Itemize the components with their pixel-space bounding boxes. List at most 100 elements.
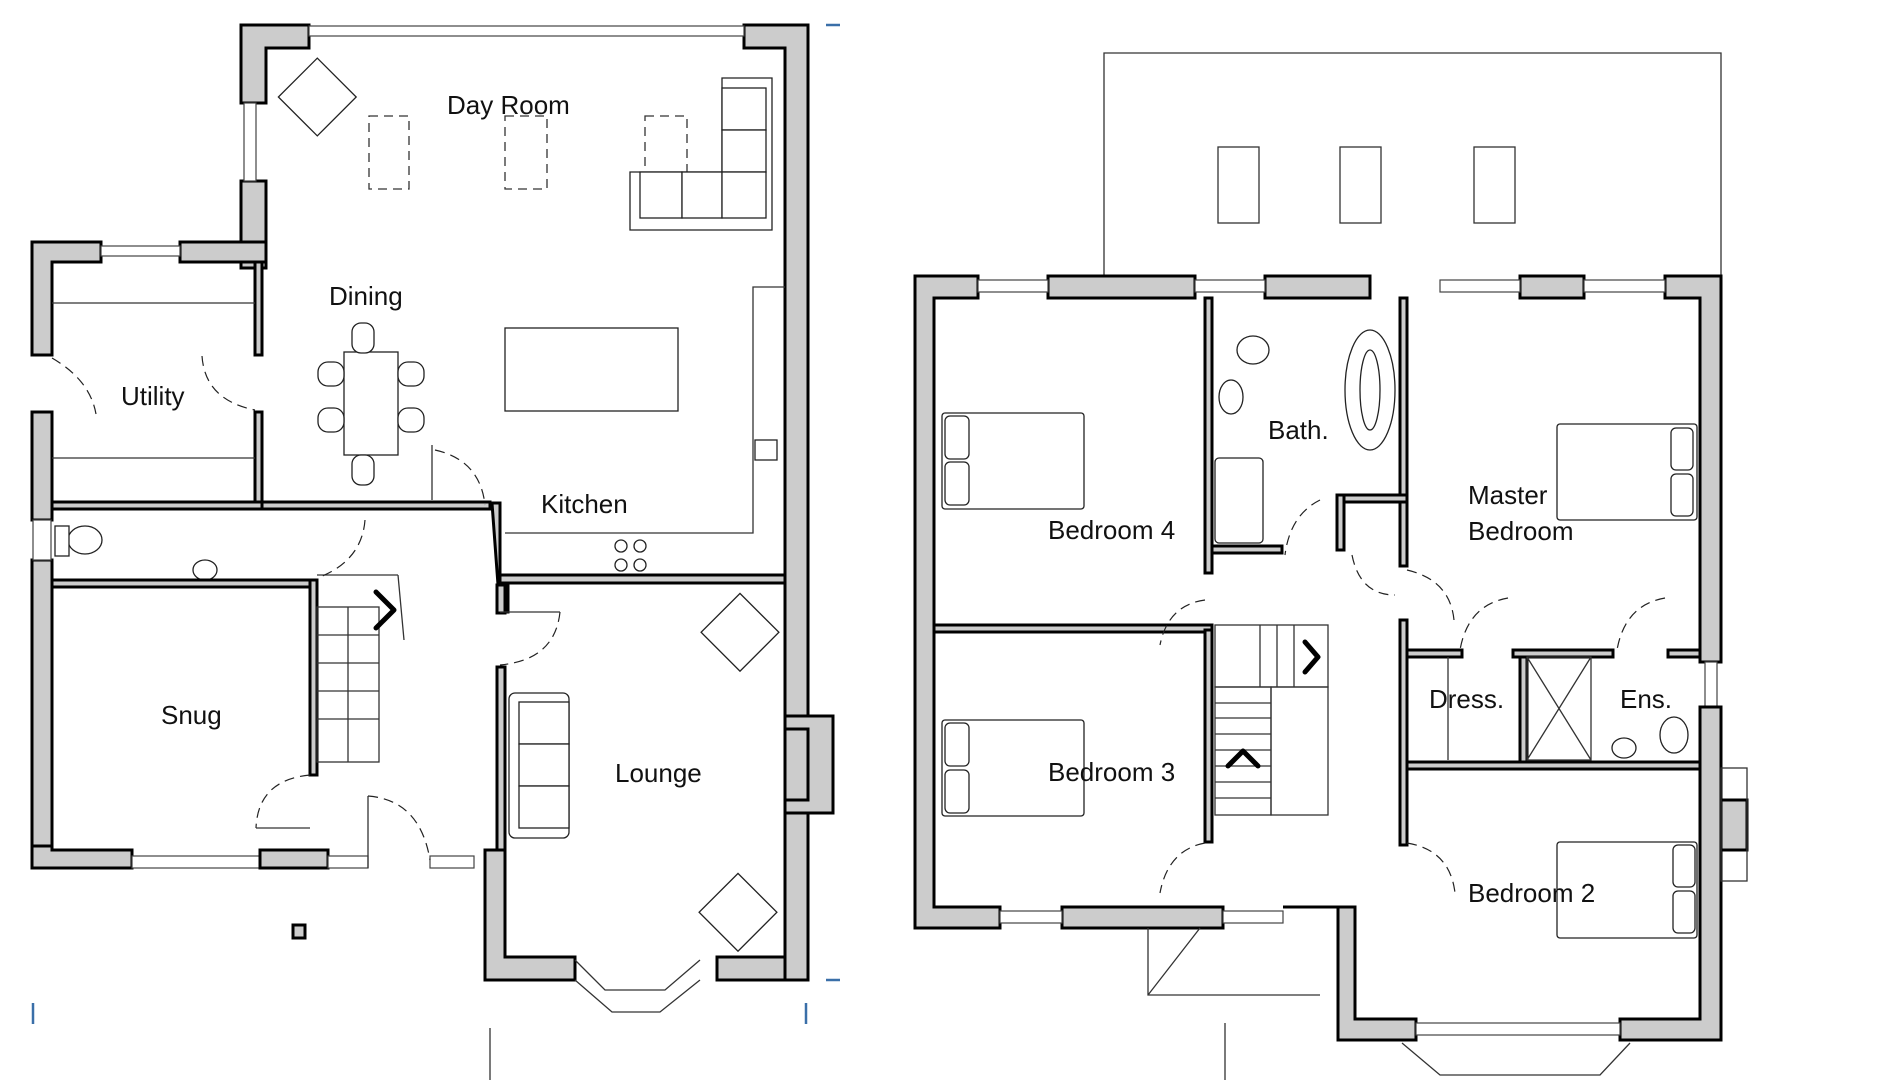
first-window-bottom-1 (999, 910, 1063, 924)
lounge-armchair-bottom (698, 872, 778, 953)
first-window-bottom-2 (1222, 910, 1284, 924)
chimney-outline (1720, 767, 1748, 882)
first-wall-right-lower (1618, 705, 1723, 1042)
bathtub-inner (1359, 349, 1381, 431)
ground-wall-left (30, 558, 54, 870)
bedroom2-window (1415, 1022, 1621, 1036)
utility-door-left (51, 357, 97, 415)
bedroom2-top-wall (1405, 760, 1702, 771)
ensuite-window (1704, 661, 1718, 708)
wc-basin-icon (192, 559, 218, 581)
ensuite-top-wall-right (1666, 648, 1702, 659)
dining-table (317, 322, 425, 486)
bedroom3-bed (941, 719, 1085, 817)
room-label-bedroom-3: Bedroom 3 (1048, 757, 1176, 787)
master-door (1406, 569, 1455, 621)
room-label-dining: Dining (329, 281, 403, 311)
dressing-top-wall (1405, 648, 1464, 659)
room-label-master-line1: Master (1468, 480, 1548, 510)
dayroom-window-top (308, 25, 745, 37)
utility-door-right (201, 355, 256, 411)
roof-light-3 (1473, 146, 1516, 224)
bath-master-wall (1398, 296, 1409, 568)
first-wall-bottom-1 (1060, 905, 1225, 930)
lounge-bay-window (574, 959, 701, 1013)
ground-small-post (291, 923, 307, 940)
wc-window (32, 519, 52, 561)
dressing-door (1459, 597, 1509, 651)
wc-wall-top (50, 500, 264, 511)
first-window-4 (1583, 279, 1666, 293)
room-label-lounge: Lounge (615, 758, 702, 788)
bed4-bed3-wall (932, 623, 1214, 634)
bath-toilet-icon (1236, 335, 1270, 365)
snug-wall-top (50, 578, 319, 589)
utility-wall-left-lower (30, 410, 54, 522)
lounge-armchair-top (700, 592, 780, 673)
hall-side-window-left (327, 855, 369, 869)
room-label-day-room: Day Room (447, 90, 570, 120)
snug-wall-bottom-right (258, 848, 330, 870)
ensuite-door (1616, 597, 1666, 651)
rooflight-1 (368, 115, 410, 190)
first-floor (913, 52, 1749, 1080)
first-wall-top-3 (1518, 274, 1586, 300)
bed3-door (1159, 842, 1206, 894)
first-wall-top-1 (1046, 274, 1197, 300)
first-floor-stairs (1214, 624, 1329, 816)
kitchen-sink-icon (754, 439, 778, 461)
first-window-1 (977, 279, 1049, 293)
room-label-ensuite: Ens. (1620, 684, 1673, 714)
first-window-3 (1439, 279, 1521, 293)
dressing-ensuite-wall (1518, 655, 1529, 764)
utility-wall-right (253, 260, 264, 357)
dayroom-wall-left-top (239, 23, 311, 105)
roof-light-1 (1217, 146, 1260, 224)
hall-side-window-right (429, 855, 475, 869)
bedroom2-bay (1401, 1042, 1631, 1076)
bath-bottom-wall (1210, 544, 1284, 555)
lounge-wall-bottom-right (715, 955, 787, 982)
room-label-snug: Snug (161, 700, 222, 730)
room-label-bedroom-4: Bedroom 4 (1048, 515, 1176, 545)
snug-wall-bottom-left (30, 844, 134, 870)
bath-shower-tray (1214, 457, 1264, 544)
kitchen-island (504, 327, 679, 412)
hob-icon (614, 539, 647, 572)
utility-wall-top (30, 240, 103, 357)
lounge-sofa (508, 692, 570, 839)
hall-door-swing (319, 519, 366, 578)
bath-door (1284, 499, 1321, 556)
first-window-2 (1194, 279, 1266, 293)
cupboard-door (1351, 554, 1396, 596)
airing-cupboard-wall-left (1335, 493, 1346, 552)
room-label-master-line2: Bedroom (1468, 516, 1574, 546)
kitchen-wall-bottom (498, 573, 787, 585)
bed2-door (1406, 842, 1456, 894)
lounge-wall-left-top (495, 583, 507, 615)
chimney-first (1719, 798, 1749, 852)
utility-wall-right-lower (253, 410, 264, 504)
first-wall-right (1663, 274, 1723, 664)
front-door-swing (367, 795, 431, 861)
ground-stairs (316, 574, 405, 763)
ground-floor (30, 23, 840, 1080)
stair-up-arrow-right-icon (1302, 639, 1321, 675)
bed4-door (1159, 599, 1206, 646)
stair-up-arrow-icon (1225, 748, 1261, 769)
ensuite-shower-icon (1526, 656, 1592, 761)
kitchen-worktop (505, 286, 785, 534)
stair-direction-arrow-icon (373, 589, 397, 631)
snug-window (131, 855, 261, 869)
lounge-door-swing (499, 611, 561, 666)
first-wall-left (913, 274, 1002, 930)
airing-cupboard-wall (1335, 493, 1409, 504)
utility-wall-top-right (178, 240, 268, 264)
wc-toilet-icon (67, 525, 103, 555)
room-label-bedroom-2: Bedroom 2 (1468, 878, 1596, 908)
first-wall-bottom-2 (1283, 905, 1418, 1042)
dayroom-window-left (243, 102, 257, 182)
landing-right-wall (1398, 618, 1409, 847)
snug-door-swing (255, 774, 311, 829)
